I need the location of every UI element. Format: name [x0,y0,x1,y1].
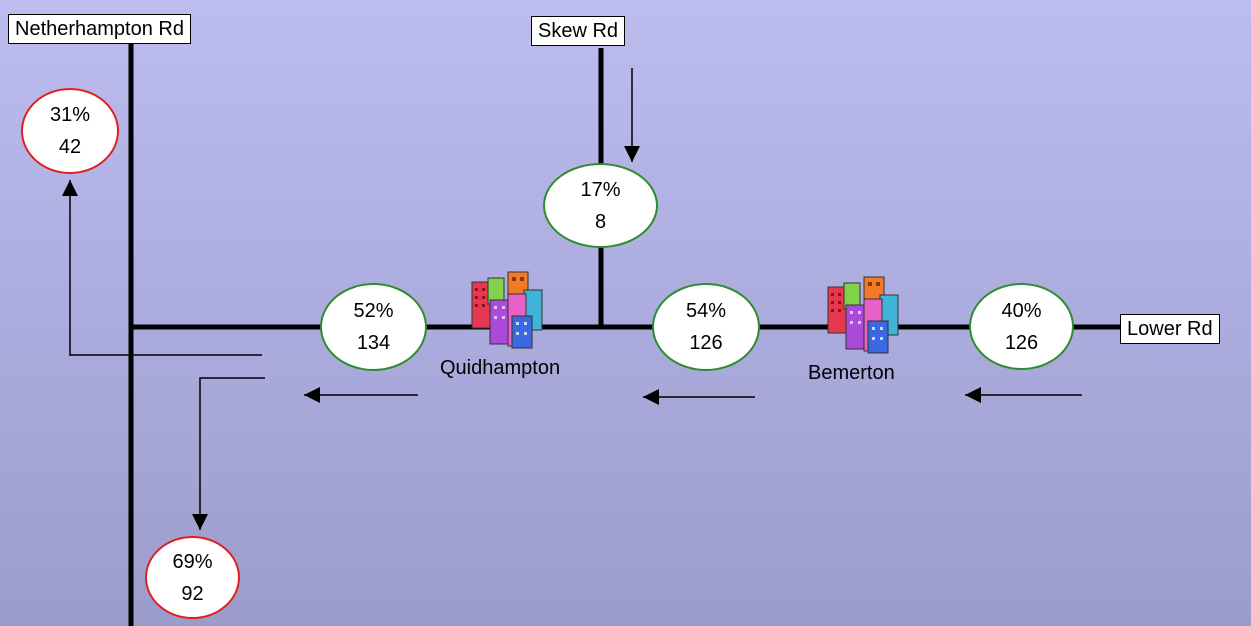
flow-line-to-south [192,377,265,530]
flow-bubble-netherhampton-north: 31% 42 [21,88,119,174]
flow-bubble-between-villages: 54% 126 [652,283,760,371]
count: 126 [1004,331,1039,354]
flow-bubble-netherhampton-south: 69% 92 [145,536,240,619]
lower-rd-label: Lower Rd [1120,314,1220,344]
quidhampton-label: Quidhampton [440,357,561,379]
flow-bubble-lower-rd: 40% 126 [969,283,1074,370]
count: 42 [58,136,82,158]
flow-line-to-north [62,180,262,356]
count: 134 [356,332,391,354]
netherhampton-rd-label: Netherhampton Rd [8,14,191,44]
percent: 17% [580,178,621,201]
count: 92 [181,582,204,605]
percent: 40% [1001,299,1042,322]
skew-rd-label: Skew Rd [531,16,626,46]
bemerton-label: Bemerton [808,362,895,384]
flow-bubble-west-of-quidhampton: 52% 134 [320,283,427,371]
count: 8 [594,210,607,233]
percent: 52% [353,300,394,322]
flow-bubble-skew-rd: 17% 8 [543,163,658,248]
percent: 31% [49,104,91,126]
village-icon [827,276,899,354]
count: 126 [689,332,723,354]
percent: 54% [685,300,727,322]
percent: 69% [172,550,213,573]
village-icon [471,271,543,349]
